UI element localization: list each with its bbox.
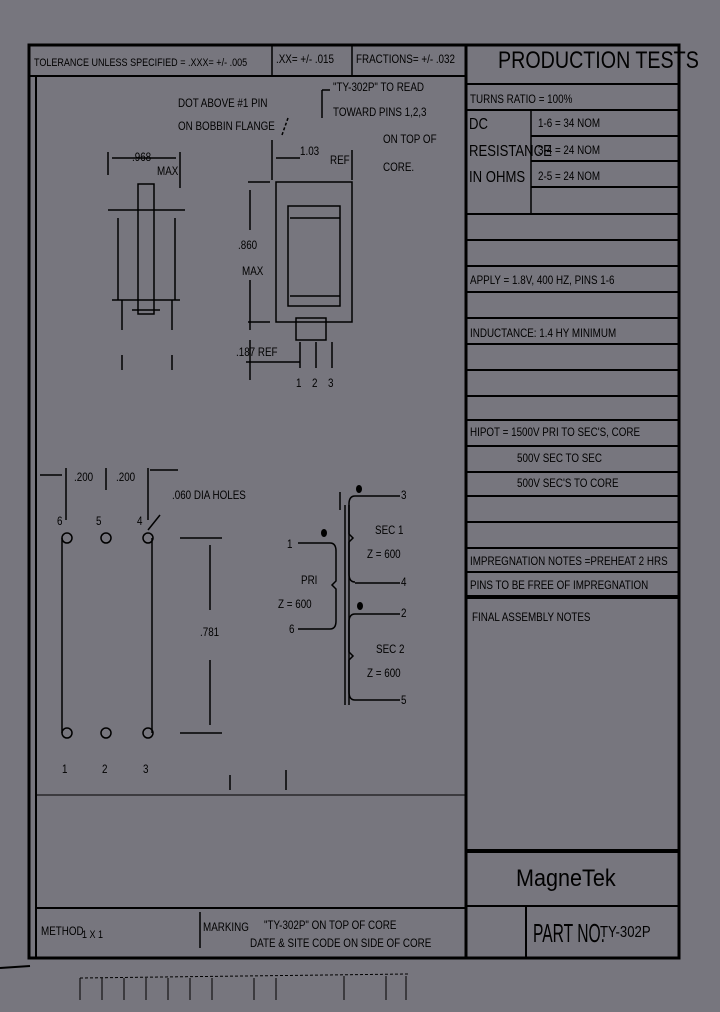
in-ohms-label: IN OHMS	[469, 169, 526, 186]
dim-width-max: MAX	[157, 164, 179, 178]
note-dot-line1: DOT ABOVE #1 PIN	[178, 96, 268, 110]
pri-label: PRI	[301, 573, 318, 587]
apply-test: APPLY = 1.8V, 400 HZ, PINS 1-6	[470, 273, 615, 287]
inductance-row	[466, 319, 678, 345]
turns-ratio: TURNS RATIO = 100%	[470, 92, 573, 106]
pin-label-3: 3	[143, 762, 149, 776]
blank-row	[466, 215, 678, 241]
final-assembly-notes: FINAL ASSEMBLY NOTES	[472, 610, 591, 624]
sec1-pin-3: 3	[401, 488, 407, 502]
pri-pin-6: 6	[289, 622, 295, 636]
dim-length: 1.03	[300, 144, 320, 158]
pins-free-row	[466, 573, 678, 599]
part-number: TY-302P	[600, 924, 651, 941]
pri-pin-1: 1	[287, 537, 293, 551]
hipot-test-2: 500V SEC TO SEC	[517, 451, 602, 465]
dim-pin-length: .187 REF	[236, 345, 278, 359]
tolerance-fractions: FRACTIONS= +/- .032	[356, 52, 455, 66]
apply-row	[466, 267, 678, 293]
note-read-line2: TOWARD PINS 1,2,3	[333, 105, 427, 119]
marking-line2: DATE & SITE CODE ON SIDE OF CORE	[250, 936, 432, 950]
tolerance-two-place: .XX= +/- .015	[276, 52, 334, 66]
sec1-pin-4: 4	[401, 575, 407, 589]
part-no-label: PART NO.	[533, 918, 605, 948]
hipot-test-1: HIPOT = 1500V PRI TO SEC'S, CORE	[470, 425, 641, 439]
hipot-row	[466, 421, 678, 447]
pin-label-4: 4	[137, 514, 143, 528]
blank-row	[466, 345, 678, 371]
dc-resistance-block	[466, 111, 678, 215]
hipot-test-3: 500V SEC'S TO CORE	[517, 476, 619, 490]
marking-line1: "TY-302P" ON TOP OF CORE	[264, 918, 397, 932]
method-value: 1 X 1	[82, 929, 104, 941]
pins-free-note: PINS TO BE FREE OF IMPREGNATION	[470, 578, 649, 592]
divider	[531, 160, 678, 162]
pin-label-5: 5	[96, 514, 102, 528]
resistance-label: RESISTANCE	[469, 143, 552, 160]
divider	[531, 135, 678, 137]
sec2-label: SEC 2	[376, 642, 405, 656]
production-tests-title: PRODUCTION TESTS	[498, 47, 699, 74]
sec2-impedance: Z = 600	[367, 666, 401, 680]
divider	[531, 186, 678, 188]
blank-row	[466, 293, 678, 319]
tolerance-general: TOLERANCE UNLESS SPECIFIED = .XXX= +/- .…	[34, 57, 248, 69]
dim-width: .968	[132, 150, 152, 164]
note-top-line2: CORE.	[383, 160, 415, 174]
blank-row	[466, 397, 678, 421]
dim-holes: .060 DIA HOLES	[172, 488, 246, 502]
side-pin-2: 2	[312, 376, 318, 390]
dim-pin-spacing-b: .200	[116, 470, 136, 484]
blank-row	[466, 523, 678, 549]
sec2-pin-2: 2	[401, 606, 407, 620]
note-read-line1: "TY-302P" TO READ	[333, 80, 425, 94]
production-tests-header	[466, 45, 678, 85]
marking-label: MARKING	[203, 920, 249, 934]
impregnation-notes: IMPREGNATION NOTES =PREHEAT 2 HRS	[470, 554, 668, 568]
dc-label: DC	[469, 116, 488, 133]
impregnation-row	[466, 549, 678, 573]
blank-row	[466, 497, 678, 523]
dim-row-spacing: .781	[200, 625, 220, 639]
note-top-line1: ON TOP OF	[383, 132, 437, 146]
sec1-label: SEC 1	[375, 523, 404, 537]
dim-pin-spacing-a: .200	[74, 470, 94, 484]
blank-row	[466, 241, 678, 267]
dc-value-2-5: 2-5 = 24 NOM	[538, 169, 601, 183]
blank-row	[466, 371, 678, 397]
inductance-test: INDUCTANCE: 1.4 HY MINIMUM	[470, 326, 617, 340]
sec2-pin-5: 5	[401, 693, 407, 707]
final-assembly-box	[466, 599, 678, 851]
hipot-row	[466, 473, 678, 497]
sec1-impedance: Z = 600	[367, 547, 401, 561]
method-label: METHOD	[41, 924, 84, 938]
dc-value-3-4: 3-4 = 24 NOM	[538, 143, 601, 157]
pri-impedance: Z = 600	[278, 597, 312, 611]
side-pin-3: 3	[328, 376, 334, 390]
company-box	[466, 851, 678, 907]
pin-label-2: 2	[102, 762, 108, 776]
note-dot-line2: ON BOBBIN FLANGE	[178, 119, 275, 133]
pin-label-1: 1	[62, 762, 68, 776]
hipot-row	[466, 447, 678, 473]
side-pin-1: 1	[296, 376, 302, 390]
dim-length-ref: REF	[330, 153, 350, 167]
turns-ratio-row	[466, 85, 678, 111]
pin-label-6: 6	[57, 514, 63, 528]
dc-value-1-6: 1-6 = 34 NOM	[538, 116, 601, 130]
dim-height-max: MAX	[242, 264, 264, 278]
company-logo: MagneTek	[516, 865, 616, 892]
dim-height: .860	[238, 238, 258, 252]
